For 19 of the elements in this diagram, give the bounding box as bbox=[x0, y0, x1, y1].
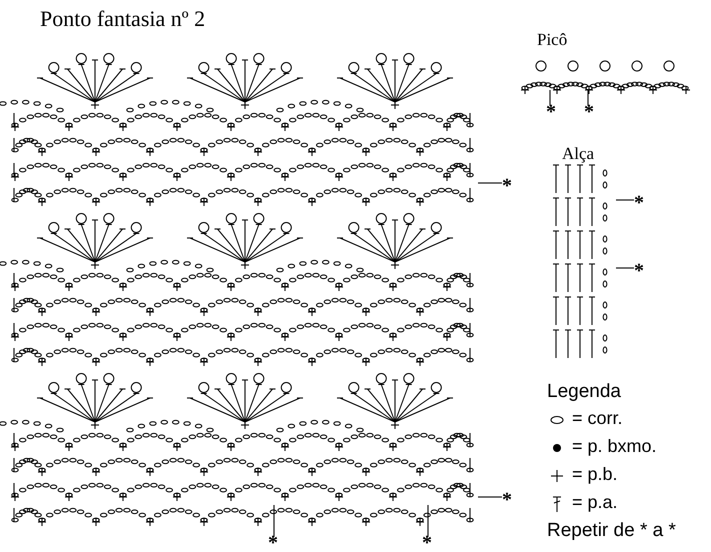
leader-line bbox=[478, 182, 502, 184]
repeat-mark: * bbox=[634, 261, 644, 281]
legend-text: = corr. bbox=[572, 408, 623, 429]
repeat-mark: * bbox=[502, 176, 512, 196]
repeat-mark: * bbox=[268, 533, 278, 552]
leader-line bbox=[478, 496, 502, 498]
chart-title: Ponto fantasia nº 2 bbox=[40, 6, 206, 32]
legend-title: Legenda bbox=[547, 381, 621, 403]
repeat-note: Repetir de * a * bbox=[547, 520, 676, 542]
repeat-mark: * bbox=[546, 102, 556, 122]
section-label: Alça bbox=[562, 144, 594, 164]
repeat-mark: * bbox=[502, 490, 512, 510]
section-label: Picô bbox=[537, 30, 568, 50]
repeat-mark: * bbox=[634, 193, 644, 213]
legend-text: = p. bxmo. bbox=[572, 436, 657, 457]
legend-text: = p.a. bbox=[572, 492, 618, 513]
repeat-mark: * bbox=[584, 102, 594, 122]
legend-text: = p.b. bbox=[572, 464, 618, 485]
repeat-mark: * bbox=[422, 533, 432, 552]
